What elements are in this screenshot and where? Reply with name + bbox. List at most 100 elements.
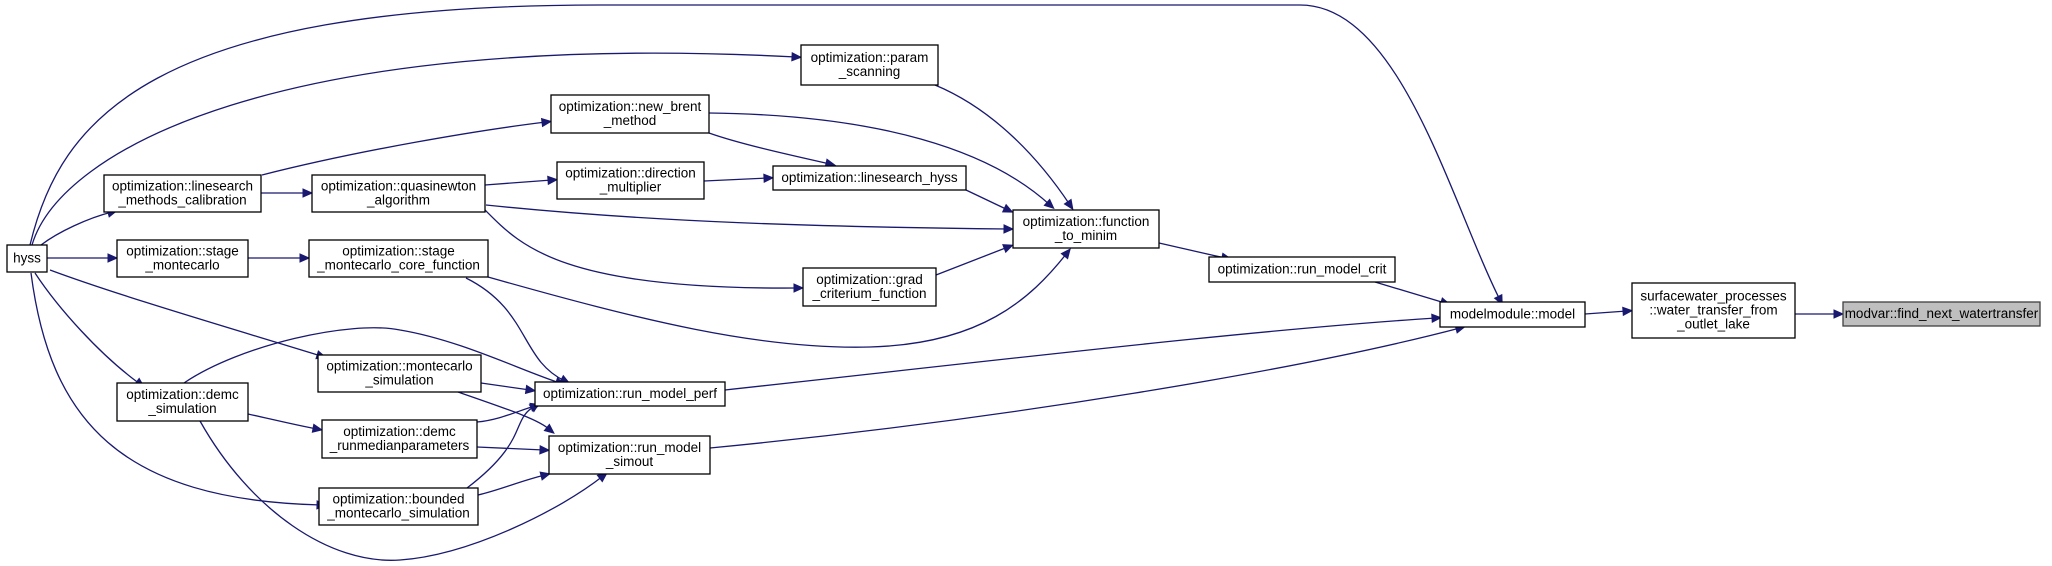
edge-hyss-to-mc_sim — [49, 269, 327, 360]
node-label: optimization::montecarlo — [326, 359, 472, 374]
edge-new_brent-to-ls_hyss — [708, 132, 837, 168]
edge-stage_mc-to-stage_mc_core — [248, 253, 311, 263]
edge-run_model_perf-to-modelmodule_model — [724, 313, 1443, 391]
node-box[interactable] — [317, 354, 482, 393]
node-direction_mult[interactable]: optimization::direction_multiplier — [556, 161, 705, 200]
node-box[interactable] — [1842, 301, 2041, 327]
node-box[interactable] — [6, 244, 48, 273]
arrowhead — [1431, 313, 1443, 324]
node-label: _runmedianparameters — [329, 438, 470, 453]
edge-new_brent-to-function_to_minim — [708, 112, 1055, 210]
node-box[interactable] — [116, 239, 249, 278]
node-modelmodule_model[interactable]: modelmodule::model — [1439, 301, 1586, 328]
node-ls_methods_calib[interactable]: optimization::linesearch_methods_calibra… — [103, 174, 262, 213]
node-box[interactable] — [556, 161, 705, 200]
node-function_to_minim[interactable]: optimization::function_to_minim — [1012, 209, 1160, 249]
node-label: modelmodule::model — [1450, 307, 1575, 322]
edge-ls_methods_calib-to-quasinewton — [261, 188, 314, 198]
arrowhead — [1003, 224, 1015, 234]
node-param_scanning[interactable]: optimization::param_scanning — [800, 44, 939, 86]
edge-line — [261, 121, 547, 176]
edge-mc_sim-to-run_model_perf — [480, 382, 537, 395]
node-box[interactable] — [318, 487, 479, 526]
node-box[interactable] — [802, 267, 937, 307]
edge-line — [29, 4, 1501, 301]
node-label: optimization::run_model_perf — [543, 386, 717, 401]
edge-line — [465, 277, 566, 382]
edge-hyss-to-demc_sim — [34, 272, 146, 388]
node-label: hyss — [13, 251, 41, 266]
node-quasinewton[interactable]: optimization::quasinewton_algorithm — [311, 174, 486, 213]
edge-line — [34, 272, 141, 385]
node-mc_sim[interactable]: optimization::montecarlo_simulation — [317, 354, 482, 393]
node-box[interactable] — [308, 239, 489, 278]
edge-line — [466, 405, 536, 489]
node-box[interactable] — [1631, 282, 1796, 339]
node-run_model_crit[interactable]: optimization::run_model_crit — [1208, 256, 1396, 283]
node-box[interactable] — [1208, 256, 1396, 283]
node-run_model_simout[interactable]: optimization::run_model_simout — [548, 435, 711, 475]
edge-direction_mult-to-ls_hyss — [703, 173, 775, 183]
node-label: optimization::direction — [565, 166, 696, 181]
arrowhead — [543, 423, 555, 434]
edge-demc_sim-to-demc_runmedian — [247, 413, 324, 433]
edge-line — [199, 420, 604, 561]
node-box[interactable] — [103, 174, 262, 213]
node-label: optimization::linesearch — [112, 179, 253, 194]
node-stage_mc_core[interactable]: optimization::stage_montecarlo_core_func… — [308, 239, 489, 278]
node-label: optimization::demc — [343, 424, 456, 439]
node-label: optimization::bounded — [332, 492, 464, 507]
arrowhead — [524, 384, 537, 395]
node-label: optimization::new_brent — [559, 99, 702, 114]
node-label: _algorithm — [366, 193, 430, 208]
node-box[interactable] — [548, 435, 711, 475]
edge-line — [49, 269, 322, 357]
edge-line — [1158, 242, 1227, 259]
edge-modelmodule_model-to-water_transfer — [1584, 306, 1634, 317]
node-demc_runmedian[interactable]: optimization::demc_runmedianparameters — [321, 419, 478, 459]
node-bounded_mc[interactable]: optimization::bounded_montecarlo_simulat… — [318, 487, 479, 526]
node-box[interactable] — [772, 165, 967, 191]
node-stage_mc[interactable]: optimization::stage_montecarlo — [116, 239, 249, 278]
node-label: optimization::function — [1023, 214, 1150, 229]
edge-line — [30, 272, 322, 506]
node-box[interactable] — [321, 419, 478, 459]
node-label: optimization::quasinewton — [321, 179, 476, 194]
node-label: optimization::stage — [342, 244, 455, 259]
arrowhead — [763, 173, 775, 183]
edge-line — [480, 382, 531, 391]
edge-line — [457, 391, 551, 431]
edge-line — [484, 209, 799, 289]
node-box[interactable] — [800, 44, 939, 86]
node-label: _to_minim — [1054, 228, 1117, 243]
node-water_transfer[interactable]: surfacewater_processes::water_transfer_f… — [1631, 282, 1796, 339]
edge-line — [183, 327, 561, 384]
edge-line — [935, 246, 1009, 276]
node-label: ::water_transfer_from — [1649, 303, 1777, 318]
edge-stage_mc_core-to-function_to_minim — [487, 248, 1071, 348]
edge-quasinewton-to-function_to_minim — [485, 204, 1015, 234]
node-run_model_perf[interactable]: optimization::run_model_perf — [534, 381, 726, 407]
node-box[interactable] — [534, 381, 726, 407]
node-new_brent[interactable]: optimization::new_brent_method — [550, 94, 710, 134]
node-demc_sim[interactable]: optimization::demc_simulation — [116, 382, 249, 422]
node-box[interactable] — [116, 382, 249, 422]
edge-line — [708, 132, 831, 165]
edge-line — [40, 211, 113, 246]
node-box[interactable] — [1439, 301, 1586, 328]
node-label: _montecarlo — [144, 258, 219, 273]
edge-line — [1374, 281, 1446, 304]
node-hyss[interactable]: hyss — [6, 244, 48, 273]
node-box[interactable] — [311, 174, 486, 213]
node-find_next[interactable]: modvar::find_next_watertransfer — [1842, 301, 2041, 327]
node-box[interactable] — [550, 94, 710, 134]
node-label: _scanning — [838, 64, 901, 79]
node-grad_crit[interactable]: optimization::grad_criterium_function — [802, 267, 937, 307]
edges-layer — [29, 4, 1845, 561]
node-label: _simulation — [364, 373, 433, 388]
node-box[interactable] — [1012, 209, 1160, 249]
node-label: optimization::run_model — [558, 440, 701, 455]
node-ls_hyss[interactable]: optimization::linesearch_hyss — [772, 165, 967, 191]
arrowhead — [1833, 309, 1845, 319]
